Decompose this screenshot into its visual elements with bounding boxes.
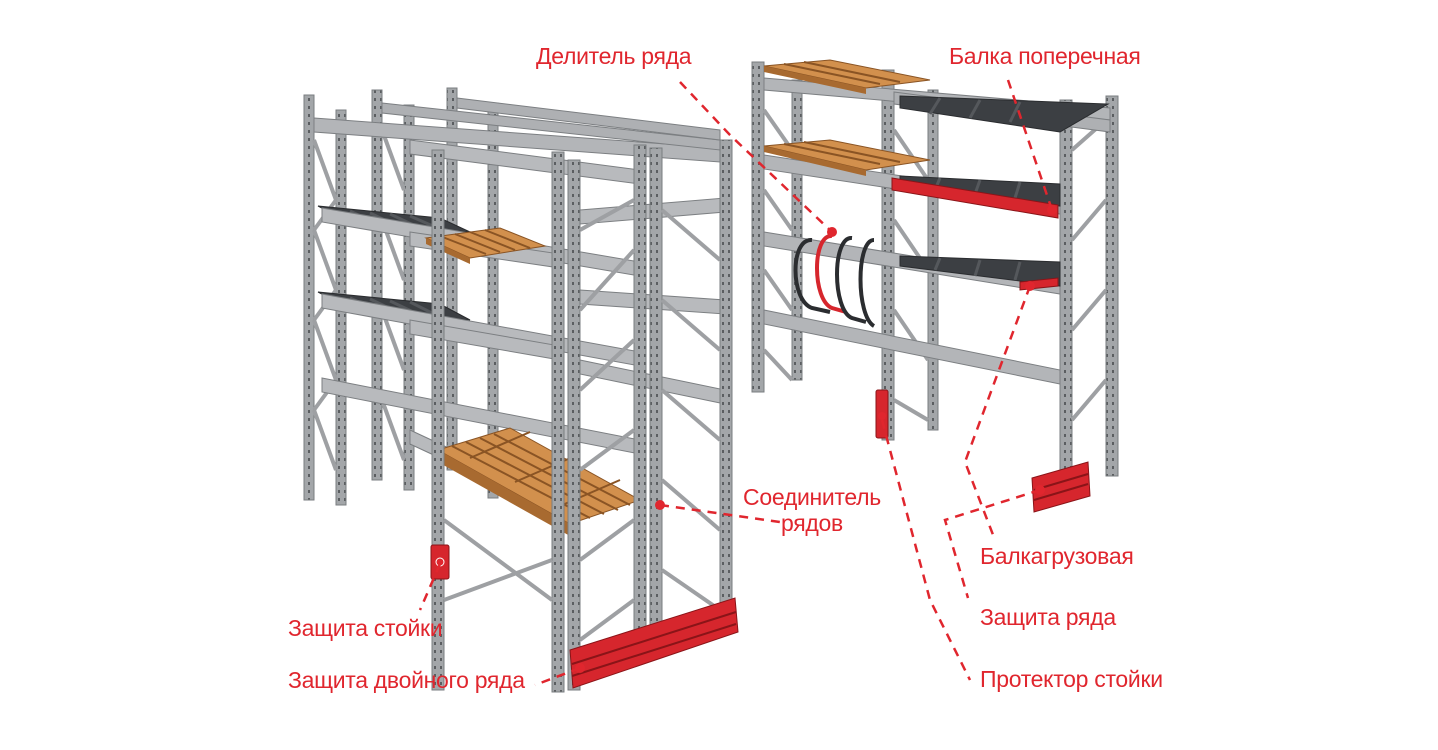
callout-load-beam (963, 285, 1032, 541)
row-dividers (793, 227, 876, 328)
label-cross-beam: Балка поперечная (949, 43, 1141, 69)
callout-row-protection (943, 488, 1041, 599)
right-pallets (763, 59, 931, 176)
label-row-divider: Делитель ряда (536, 43, 692, 69)
single-rack-right (751, 59, 1119, 513)
label-double-row-protection: Защита двойного ряда (288, 667, 525, 693)
label-upright-protection: Защита стойки (288, 615, 443, 641)
label-load-beam: Балкагрузовая (980, 543, 1134, 569)
double-rack-left (303, 87, 739, 693)
callout-row-divider (679, 81, 833, 233)
double-row-protector (569, 500, 739, 689)
callout-double-row (534, 666, 581, 687)
callout-upright-protector (880, 419, 972, 681)
row-protector-right (1031, 461, 1091, 513)
label-row-connector-line1: Соединитель (743, 484, 881, 510)
upright-protector-left (430, 544, 450, 580)
callout-cross-beam (1006, 79, 1054, 211)
callout-upright-protection (418, 563, 442, 611)
label-row-connector-line2: рядов (781, 510, 843, 536)
callout-lines (418, 79, 1054, 687)
front-uprights (431, 139, 733, 693)
label-row-connector: Соединитель рядов (740, 484, 884, 536)
label-upright-protector: Протектор стойки (980, 666, 1163, 692)
upright-protector-right (875, 389, 889, 439)
callout-row-connector (659, 503, 781, 524)
label-row-protection: Защита ряда (980, 604, 1116, 630)
